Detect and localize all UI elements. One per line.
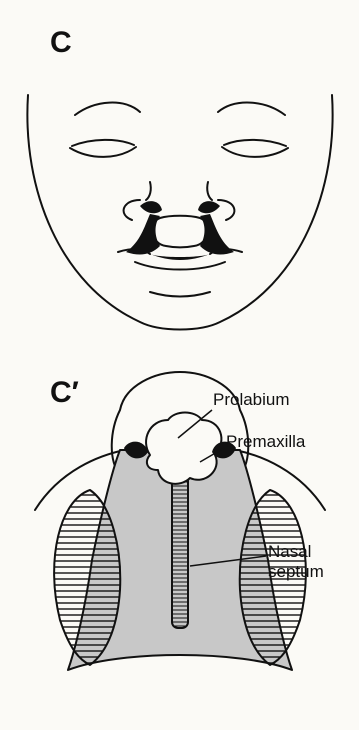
- prolabium-c: [152, 216, 207, 248]
- callout-nasal-septum: Nasal septum: [268, 542, 324, 583]
- lower-lip: [135, 262, 225, 270]
- lip-gap: [150, 254, 210, 260]
- left-eye-lid: [72, 140, 134, 146]
- nose-bridge-right: [207, 182, 212, 200]
- left-nostril: [140, 201, 162, 213]
- left-eye: [70, 147, 136, 157]
- right-brow: [218, 103, 285, 115]
- callout-nasal-line2: septum: [268, 562, 324, 582]
- nasal-septum: [172, 470, 188, 628]
- face-outline: [27, 95, 332, 330]
- panel-label-c: C: [50, 28, 72, 58]
- nose-left-ala: [124, 200, 140, 220]
- right-eye-lid: [224, 140, 286, 146]
- chin-line: [150, 292, 210, 297]
- right-eye: [222, 147, 288, 157]
- left-brow: [75, 103, 140, 115]
- callout-premaxilla: Premaxilla: [226, 432, 305, 452]
- nose-right-ala: [218, 200, 234, 220]
- callout-nasal-line1: Nasal: [268, 542, 324, 562]
- panel-label-c-prime: C′: [50, 378, 79, 408]
- callout-prolabium: Prolabium: [213, 390, 290, 410]
- right-cleft-gap: [200, 214, 234, 254]
- nose-bridge-left: [146, 182, 151, 200]
- right-nostril: [198, 201, 220, 213]
